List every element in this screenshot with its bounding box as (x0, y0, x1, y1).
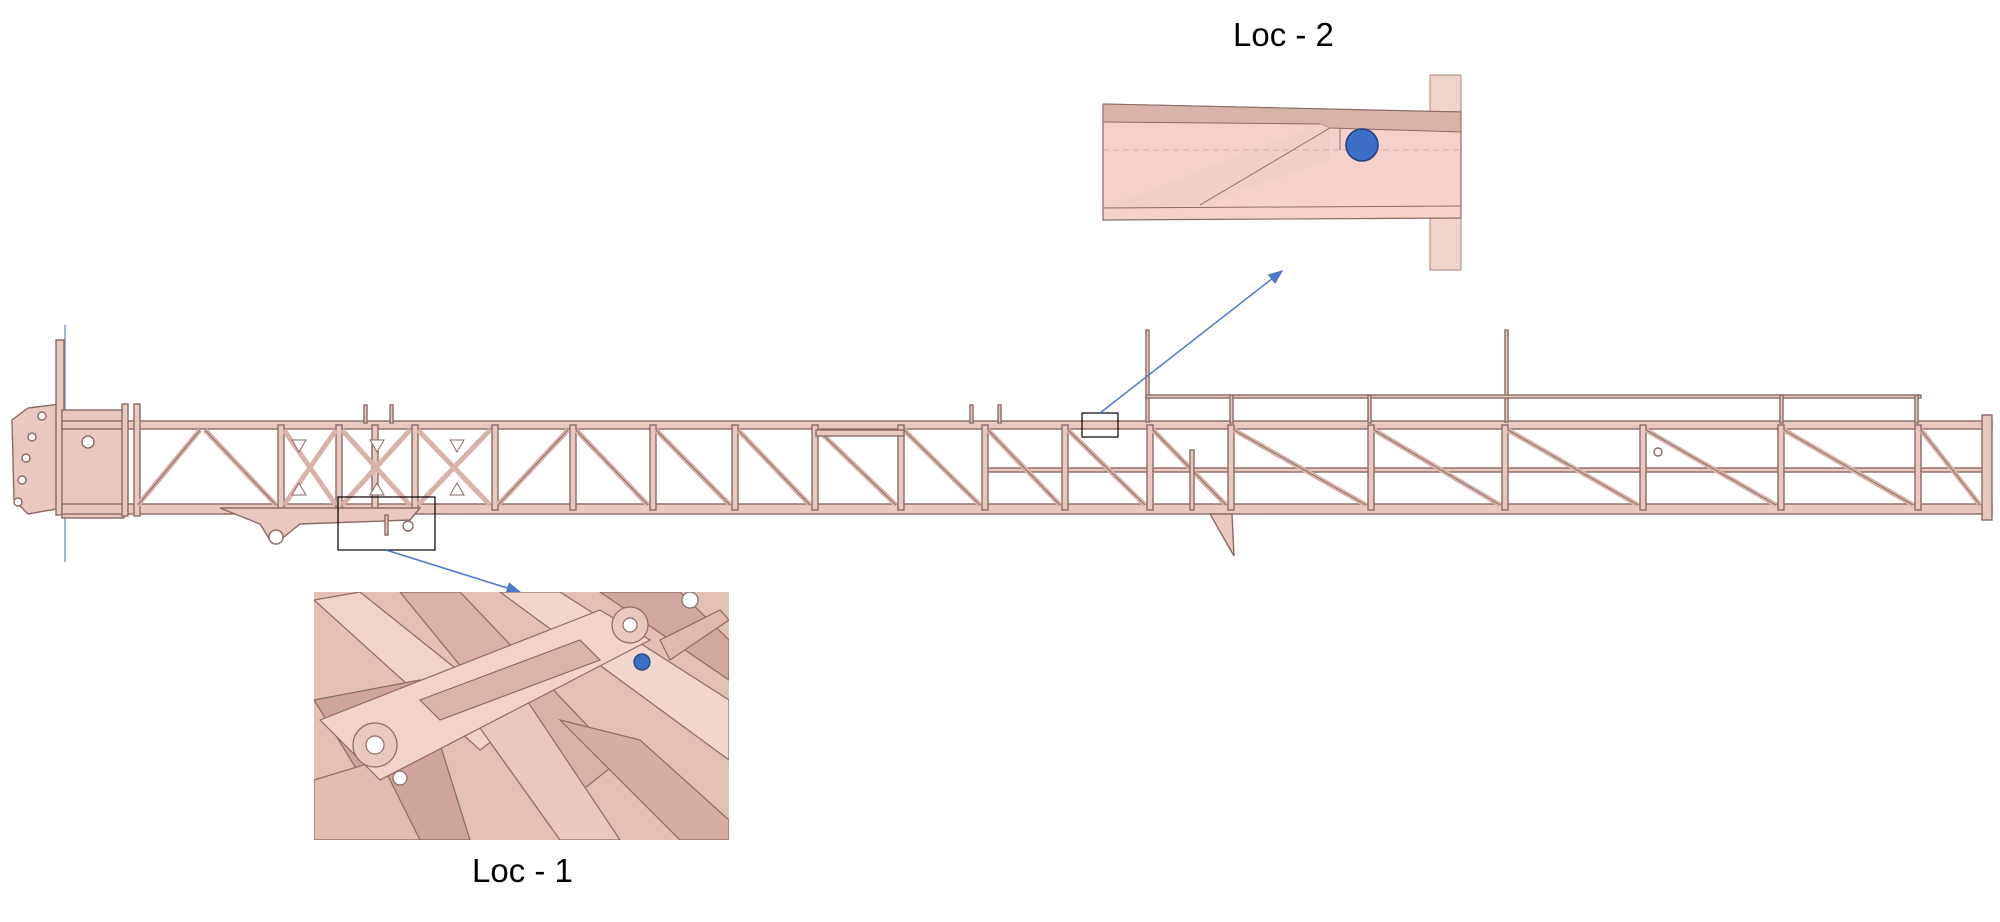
lower-fin (1208, 513, 1235, 557)
label-loc2: Loc - 2 (1233, 16, 1334, 53)
marker-loc2 (1345, 128, 1379, 162)
truss-verticals (121, 403, 1922, 517)
underside-bracket (219, 507, 422, 541)
truss-boom (11, 325, 1993, 562)
detail-inset-loc2 (1102, 74, 1462, 271)
callout-arrow-loc2 (1099, 270, 1284, 414)
marker-loc1 (633, 653, 651, 671)
callout-arrow-loc1 (385, 549, 522, 594)
detail-inset-loc1 (314, 592, 729, 840)
label-loc1: Loc - 1 (472, 852, 573, 889)
end-plate-left (11, 403, 63, 515)
